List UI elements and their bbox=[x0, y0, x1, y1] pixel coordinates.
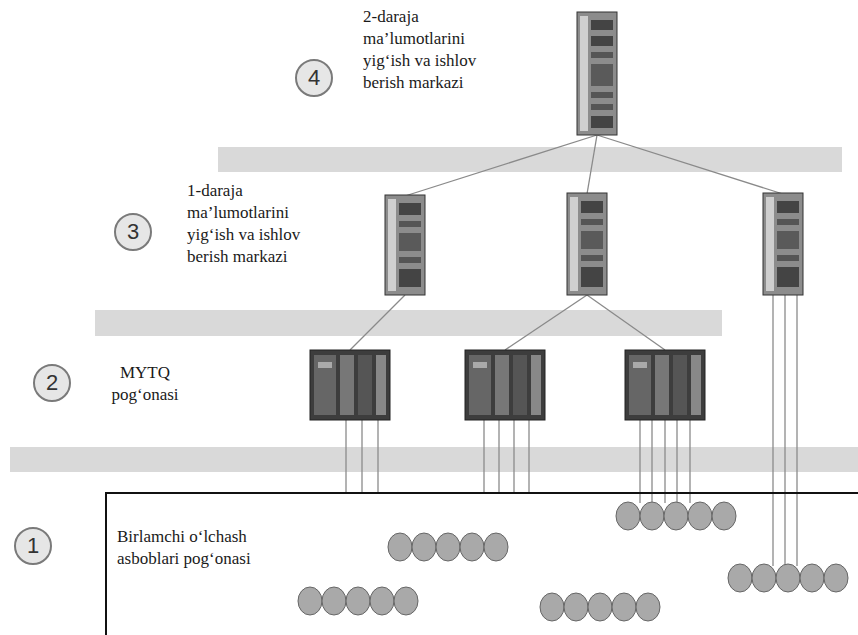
sensor-group bbox=[616, 502, 736, 530]
sensor-group bbox=[728, 564, 848, 592]
level-name: Birlamchi o‘lchash asboblari pog‘onasi bbox=[117, 526, 289, 570]
sensor-group bbox=[388, 533, 508, 561]
callout-number: 2 bbox=[46, 372, 58, 394]
callout-number: 1 bbox=[27, 535, 39, 557]
controller-icon bbox=[625, 350, 705, 420]
callout-number: 3 bbox=[127, 221, 139, 243]
server-icon bbox=[567, 193, 607, 295]
callout-number: 4 bbox=[308, 67, 320, 89]
level-number-circle: 1 bbox=[14, 527, 52, 565]
level-label: 2-daraja ma’lumotlarini yig‘ish va ishlo… bbox=[363, 6, 513, 94]
level-label: MYTQ pog‘onasi bbox=[95, 362, 195, 406]
server-icon bbox=[385, 195, 425, 295]
level-band bbox=[218, 147, 842, 172]
sensor-group bbox=[298, 587, 418, 615]
level-number-circle: 3 bbox=[114, 213, 152, 251]
level-number-circle: 2 bbox=[33, 364, 71, 402]
level-band bbox=[95, 310, 722, 336]
level-label: 1-daraja ma’lumotlarini yig‘ish va ishlo… bbox=[187, 180, 337, 268]
server-icon bbox=[763, 193, 803, 295]
sensor-group bbox=[540, 593, 660, 621]
sensor-level-box: Birlamchi o‘lchash asboblari pog‘onasi bbox=[105, 492, 858, 635]
server-icon bbox=[577, 12, 617, 135]
level-number-circle: 4 bbox=[295, 59, 333, 97]
network-links bbox=[346, 135, 797, 566]
controller-icon bbox=[465, 350, 545, 420]
level-band bbox=[10, 447, 858, 472]
controller-icon bbox=[310, 350, 390, 420]
